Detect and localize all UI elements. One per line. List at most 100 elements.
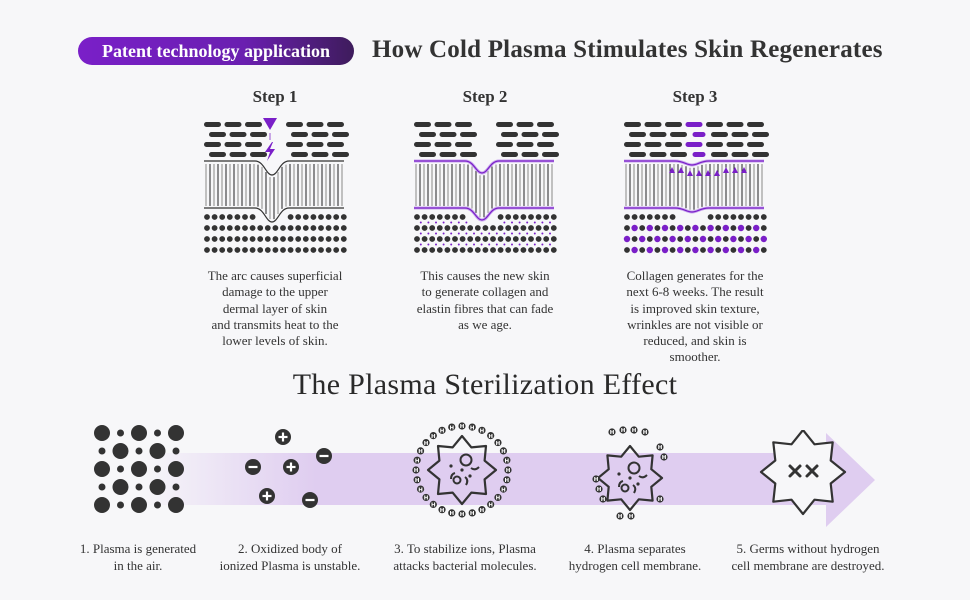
desc-line: smoother. (669, 349, 721, 365)
label-line: cell membrane are destroyed. (731, 558, 885, 573)
epidermis-cell (644, 122, 662, 127)
plasma-particle-small (172, 483, 180, 491)
dermal-cell (722, 214, 729, 220)
new-collagen-dot (465, 221, 468, 224)
epidermis-cell (327, 142, 344, 147)
hydrogen-ion-label: H (643, 430, 648, 436)
epidermis-cell (204, 122, 221, 127)
stage-3-label: 3. To stabilize ions, Plasma attacks bac… (380, 540, 550, 574)
hydrogen-ion-label: H (610, 430, 615, 436)
organelle (617, 472, 621, 476)
dermal-cell (467, 247, 474, 253)
collagen-growth-marker (732, 167, 738, 173)
hydrogen-ion-icon (599, 495, 607, 503)
dermal-cell (505, 236, 512, 242)
organelle (468, 474, 472, 478)
bacteria-membrane (426, 434, 498, 506)
hydrogen-ion-label: H (496, 441, 501, 447)
new-collagen-dot (511, 221, 513, 224)
dermal-cell (760, 235, 767, 243)
dermal-cell (753, 214, 760, 220)
dermal-cell (512, 247, 519, 253)
label-line: 2. Oxidized body of (238, 541, 342, 556)
dermal-cell (280, 225, 286, 231)
hydrogen-ion-icon (499, 485, 508, 493)
hydrogen-ion-label: H (505, 458, 510, 464)
dermal-cell (520, 225, 527, 231)
dermis-boundary (204, 160, 344, 176)
page-title: How Cold Plasma Stimulates Skin Regenera… (372, 36, 883, 63)
dermal-cell (280, 236, 286, 242)
dermal-cell (421, 214, 428, 220)
dermal-cell (520, 236, 527, 242)
dermal-cell (512, 236, 519, 242)
epidermis-cell (439, 132, 457, 137)
dermal-cell (535, 214, 542, 220)
epidermis-cell (537, 142, 554, 147)
new-collagen-dot (541, 243, 544, 246)
hydrogen-ion-icon (429, 500, 437, 509)
dermal-cell (520, 214, 527, 220)
epidermis-cell (692, 152, 706, 157)
hydrogen-ion-label: H (501, 449, 506, 455)
dermal-cell (318, 214, 324, 220)
dermal-cell (333, 225, 340, 231)
dermal-cell (204, 214, 210, 220)
epidermis-cell (311, 132, 329, 137)
new-collagen-dot (473, 243, 475, 246)
hydrogen-ion-label: H (470, 511, 475, 517)
dermal-cell (249, 225, 256, 231)
epidermis-cell (224, 122, 242, 127)
epidermis-cell (209, 132, 226, 137)
skin-diagram-step-2 (414, 122, 559, 253)
desc-line: wrinkles are not visible or (627, 316, 763, 332)
epidermis-cell (501, 152, 518, 157)
new-collagen-dot (533, 221, 536, 224)
dermal-cell (482, 236, 489, 242)
dermal-cell (310, 236, 317, 242)
hydrogen-ion-label: H (424, 441, 429, 447)
dermal-cell (505, 247, 512, 253)
dermal-cell (287, 225, 294, 231)
new-collagen-dot (511, 232, 513, 235)
new-collagen-dot (465, 243, 468, 246)
plasma-particle-large (131, 425, 147, 441)
epidermis-cell (644, 142, 662, 147)
new-collagen-dot (450, 232, 453, 235)
dermal-cell (219, 247, 226, 253)
epidermis-cell (537, 122, 554, 127)
desc-line: dermal layer of skin (222, 300, 328, 316)
hydrogen-ion-label: H (597, 487, 602, 493)
label-line: 5. Germs without hydrogen (736, 541, 880, 556)
hydrogen-ion-icon (458, 510, 466, 518)
hydrogen-ion-label: H (480, 508, 485, 514)
hydrogen-ion-label: H (460, 424, 465, 430)
plasma-particle-large (131, 497, 147, 513)
epidermis-cell (649, 152, 667, 157)
new-collagen-dot (465, 232, 468, 235)
dermal-cell (677, 236, 684, 242)
label-line: ionized Plasma is unstable. (219, 558, 361, 573)
ions-icon (245, 429, 332, 508)
collagen-growth-marker (714, 170, 720, 176)
dermal-cell (421, 225, 428, 231)
dermal-cell (662, 236, 668, 242)
germ-membrane (759, 430, 847, 516)
epidermis-cell (291, 132, 308, 137)
dermal-cell (738, 214, 744, 220)
new-collagen-dot (419, 232, 422, 235)
dermal-cell (745, 225, 752, 231)
hydrogen-ion-icon (416, 447, 425, 455)
epidermis-cell (649, 132, 667, 137)
dermal-cell (707, 246, 714, 254)
dermal-cell (700, 225, 706, 231)
hydrogen-ion-label: H (496, 496, 501, 502)
dermal-cell (459, 225, 466, 231)
collagen-growth-marker (678, 167, 684, 173)
epidermis-cell (439, 152, 457, 157)
dermal-cell (257, 225, 264, 231)
plasma-particle-large (112, 479, 129, 495)
dermal-cell (722, 224, 729, 232)
epidermis-cell (291, 152, 308, 157)
